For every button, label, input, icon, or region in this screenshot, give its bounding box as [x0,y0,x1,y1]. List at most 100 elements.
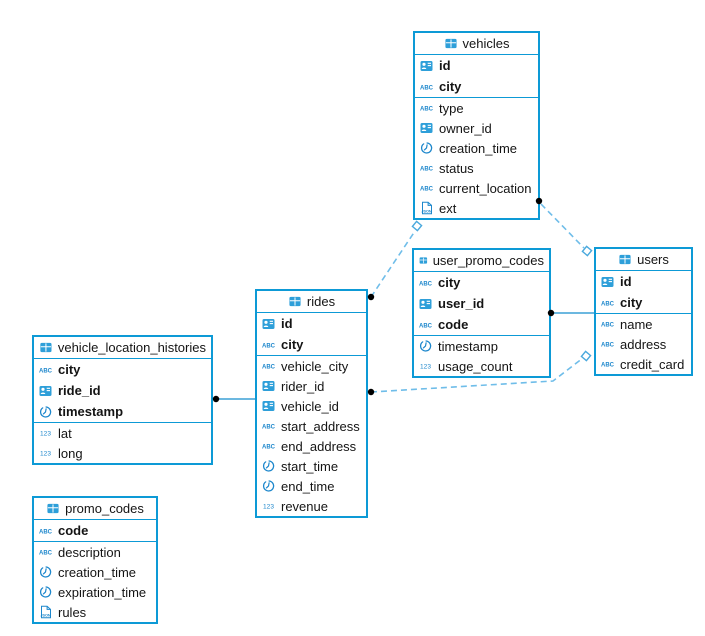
column-row[interactable]: city [415,76,538,97]
column-row[interactable]: ext [415,198,538,218]
column-label: timestamp [438,338,498,354]
timestamp-type-icon [38,585,53,599]
table-title: rides [306,294,336,309]
relation-dot [367,388,375,396]
column-label: expiration_time [58,584,147,600]
column-row[interactable]: rider_id [257,376,366,396]
column-row[interactable]: usage_count [414,356,549,376]
table-rides[interactable]: rides id city vehicle_city rider_id [255,289,368,518]
table-header[interactable]: rides [257,291,366,313]
column-label: name [620,316,653,332]
number-type-icon [261,499,276,513]
table-promo-codes[interactable]: promo_codes code description creation_ti… [32,496,158,624]
relation-dot [367,293,375,301]
column-row[interactable]: description [34,542,156,562]
column-row[interactable]: user_id [414,293,549,314]
table-header[interactable]: promo_codes [34,498,156,520]
column-row[interactable]: timestamp [414,336,549,356]
column-label: creation_time [58,564,137,580]
column-label: timestamp [58,404,124,419]
table-vehicle-location-histories[interactable]: vehicle_location_histories city ride_id … [32,335,213,465]
text-type-icon [261,439,276,453]
table-icon [444,37,458,50]
column-row[interactable]: id [257,313,366,334]
uuid-type-icon [261,379,276,393]
connector-vehicle-location-histories-rides[interactable] [212,395,255,403]
column-row[interactable]: creation_time [34,562,156,582]
column-row[interactable]: vehicle_city [257,356,366,376]
table-vehicles[interactable]: vehicles id city type owner_id c [413,31,540,220]
text-type-icon [38,363,53,377]
column-label: end_time [281,478,335,494]
column-label: id [620,274,632,289]
uuid-type-icon [600,275,615,289]
column-row[interactable]: credit_card [596,354,691,374]
column-row[interactable]: start_time [257,456,366,476]
column-row[interactable]: status [415,158,538,178]
column-label: city [439,79,462,94]
table-header[interactable]: users [596,249,691,271]
column-row[interactable]: city [596,292,691,313]
column-label: current_location [439,180,532,196]
table-title: vehicles [462,36,510,51]
timestamp-type-icon [419,141,434,155]
text-type-icon [600,357,615,371]
table-icon [618,253,632,266]
column-row[interactable]: creation_time [415,138,538,158]
relation-dot [212,395,220,403]
table-users[interactable]: users id city name address credi [594,247,693,376]
column-label: code [438,317,469,332]
column-row[interactable]: address [596,334,691,354]
table-header[interactable]: vehicle_location_histories [34,337,211,359]
column-row[interactable]: start_address [257,416,366,436]
column-row[interactable]: code [34,520,156,541]
text-type-icon [38,545,53,559]
uuid-type-icon [419,59,434,73]
column-label: vehicle_id [281,398,339,414]
number-type-icon [418,359,433,373]
column-label: start_address [281,418,360,434]
column-row[interactable]: rules [34,602,156,622]
connector-user-promo-codes-users[interactable] [547,309,594,317]
table-header[interactable]: user_promo_codes [414,250,549,272]
column-label: start_time [281,458,339,474]
column-label: code [58,523,89,538]
column-row[interactable]: code [414,314,549,335]
text-type-icon [419,181,434,195]
column-label: description [58,544,121,560]
column-row[interactable]: revenue [257,496,366,516]
column-row[interactable]: current_location [415,178,538,198]
column-row[interactable]: timestamp [34,401,211,422]
column-row[interactable]: type [415,98,538,118]
connector-vehicles-users[interactable] [535,197,593,257]
column-label: usage_count [438,358,513,374]
uuid-type-icon [261,399,276,413]
column-row[interactable]: expiration_time [34,582,156,602]
column-label: city [438,275,461,290]
column-row[interactable]: end_address [257,436,366,456]
column-row[interactable]: city [34,359,211,380]
column-row[interactable]: id [415,55,538,76]
text-type-icon [261,419,276,433]
table-header[interactable]: vehicles [415,33,538,55]
column-label: rules [58,604,87,620]
column-row[interactable]: long [34,443,211,463]
column-row[interactable]: id [596,271,691,292]
column-row[interactable]: vehicle_id [257,396,366,416]
column-row[interactable]: name [596,314,691,334]
column-label: lat [58,425,72,441]
column-row[interactable]: owner_id [415,118,538,138]
table-user-promo-codes[interactable]: user_promo_codes city user_id code times… [412,248,551,378]
json-type-icon [38,605,53,619]
column-row[interactable]: end_time [257,476,366,496]
column-row[interactable]: city [257,334,366,355]
column-label: id [281,316,293,331]
column-row[interactable]: city [414,272,549,293]
column-row[interactable]: ride_id [34,380,211,401]
column-row[interactable]: lat [34,423,211,443]
table-title: user_promo_codes [432,253,544,268]
column-label: revenue [281,498,328,514]
column-label: status [439,160,474,176]
text-type-icon [38,524,53,538]
uuid-type-icon [419,121,434,135]
